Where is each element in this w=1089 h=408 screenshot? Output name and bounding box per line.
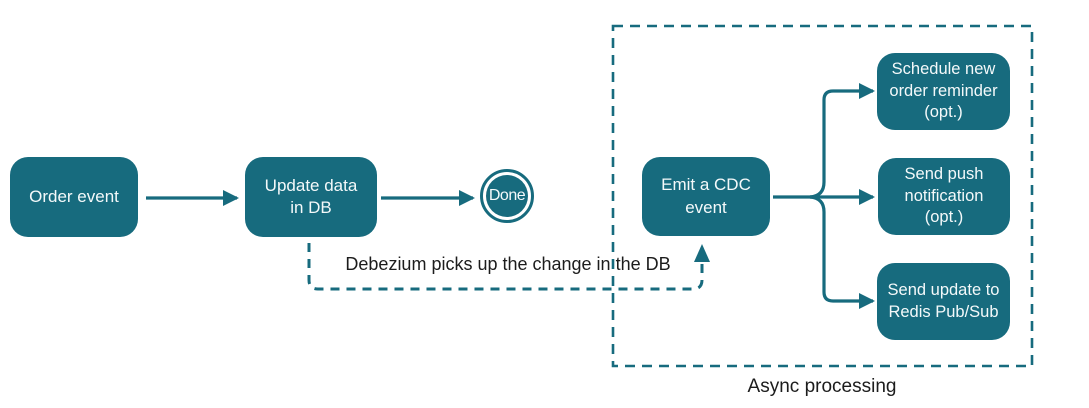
node-done-label: Done <box>488 187 526 204</box>
node-update-data-in-db: Update data in DB <box>245 157 377 237</box>
node-done-terminator: Done <box>480 169 534 223</box>
node-send-update-redis-pubsub: Send update to Redis Pub/Sub <box>877 263 1010 340</box>
async-group-border <box>611 24 1034 368</box>
dashed-arrow-debezium-head <box>694 244 710 262</box>
arrow-emit-to-send-redis <box>809 195 875 309</box>
node-emit-cdc-event-label: Emit a CDC event <box>661 175 751 217</box>
node-schedule-new-order-reminder-label: Schedule new order reminder (opt.) <box>889 59 998 122</box>
debezium-edge-label: Debezium picks up the change in the DB <box>345 254 671 274</box>
async-processing-caption: Async processing <box>747 376 897 397</box>
node-update-data-in-db-label: Update data in DB <box>264 175 358 217</box>
dashed-arrow-debezium-path <box>307 243 704 291</box>
node-schedule-new-order-reminder: Schedule new order reminder (opt.) <box>877 53 1010 130</box>
node-done-inner-circle: Done <box>486 175 528 217</box>
node-send-push-notification-label: Send push notification (opt.) <box>904 164 984 227</box>
node-send-push-notification: Send push notification (opt.) <box>878 158 1010 235</box>
node-emit-cdc-event: Emit a CDC event <box>642 157 770 236</box>
node-send-update-redis-pubsub-label: Send update to Redis Pub/Sub <box>887 280 1000 321</box>
arrow-emit-to-schedule-reminder <box>809 83 875 199</box>
node-order-event: Order event <box>10 157 138 237</box>
node-order-event-label: Order event <box>29 186 119 206</box>
